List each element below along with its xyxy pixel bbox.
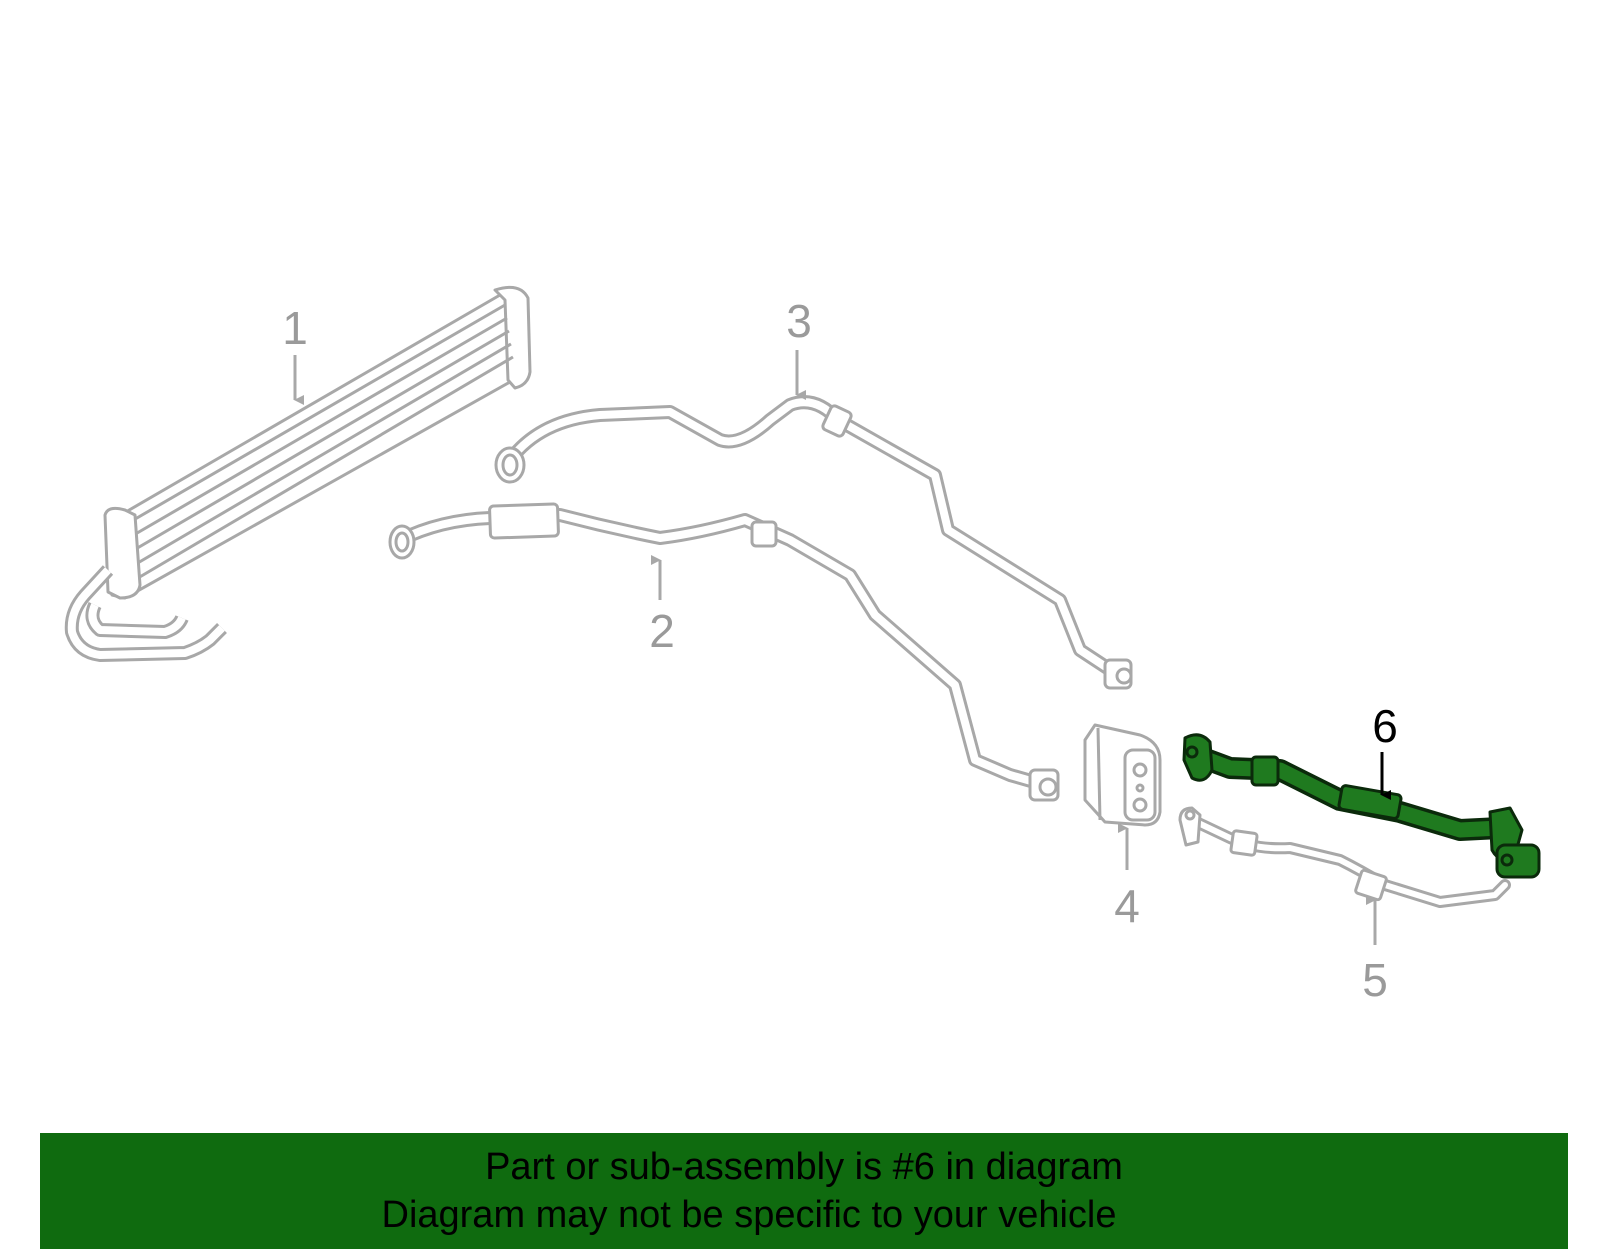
part-5-return-line — [1178, 806, 1511, 908]
part-4-adapter-block — [1083, 723, 1162, 827]
banner-background — [40, 1133, 1568, 1249]
callout-1: 1 — [282, 302, 308, 354]
callout-2: 2 — [649, 605, 675, 657]
callout-5: 5 — [1362, 954, 1388, 1006]
part-3-upper-line — [494, 395, 1133, 690]
part-1-oil-cooler — [64, 285, 532, 662]
callout-3: 3 — [786, 295, 812, 347]
callout-4: 4 — [1114, 880, 1140, 932]
part-2-lower-line — [388, 502, 1060, 802]
callout-6: 6 — [1372, 700, 1398, 752]
info-banner: Part or sub-assembly is #6 in diagram Di… — [40, 1133, 1568, 1249]
part-6-highlighted-hose — [1182, 733, 1541, 879]
leader-arrows — [293, 350, 1391, 945]
banner-line-1: Part or sub-assembly is #6 in diagram — [485, 1146, 1123, 1188]
banner-line-2: Diagram may not be specific to your vehi… — [381, 1194, 1117, 1236]
